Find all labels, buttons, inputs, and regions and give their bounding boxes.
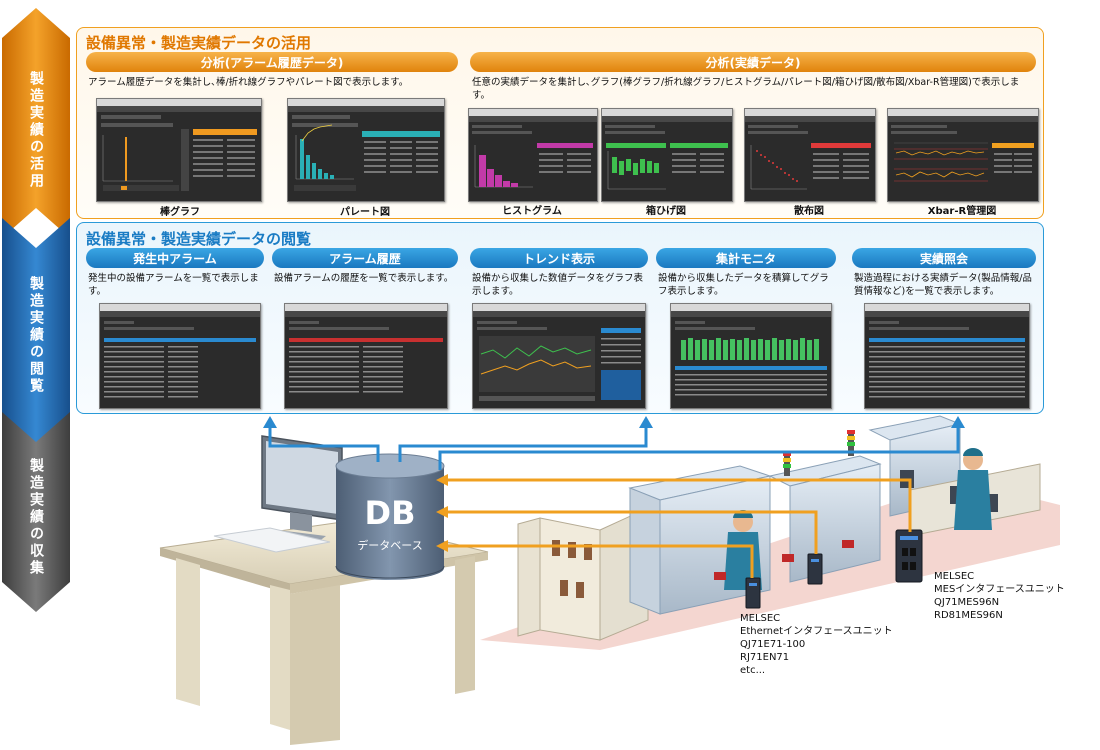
caption-xbar-r: Xbar-R管理図: [927, 206, 997, 217]
caption-histogram: ヒストグラム: [502, 206, 562, 217]
mes-module-line: RD81MES96N: [934, 610, 1003, 621]
current-alarm-header: 発生中アラーム: [86, 248, 264, 268]
monitor: [261, 435, 343, 542]
chevron-utilize: [2, 8, 70, 238]
screenshot-trend: [472, 303, 646, 409]
plc-module-mid: [807, 553, 823, 585]
mes-module-line: QJ71MES96N: [934, 597, 1000, 608]
collection-arrowheads: [436, 474, 448, 552]
mes-module-line: MESインタフェースユニット: [934, 584, 1065, 595]
screenshot-current-alarm: [99, 303, 261, 409]
result-analysis-header: 分析(実績データ): [470, 52, 1036, 72]
mes-module-text: MELSEC MESインタフェースユニット QJ71MES96N RD81MES…: [934, 570, 1074, 622]
ethernet-module-line: Ethernetインタフェースユニット: [740, 626, 893, 637]
process-chevrons: [2, 8, 70, 612]
screenshot-scatter: [744, 108, 876, 202]
caption-pareto: パレート図: [340, 207, 390, 218]
plc-module-ethernet: [745, 577, 761, 609]
screenshot-alarm-history: [284, 303, 448, 409]
db-subtitle: データベース: [357, 539, 423, 552]
caption-bar-graph: 棒グラフ: [160, 207, 200, 218]
collection-arrows: [444, 478, 912, 578]
result-analysis-description: 任意の実績データを集計し､グラフ(棒グラフ/折れ線グラフ/ヒストグラム/パレート…: [472, 77, 1020, 101]
db-title: DB: [364, 494, 416, 532]
screenshot-box-plot: [601, 108, 733, 202]
screenshot-pareto: [287, 98, 445, 202]
display-arrowheads: [263, 416, 965, 428]
trend-display-header: トレンド表示: [470, 248, 648, 268]
screenshot-xbar-r: [887, 108, 1039, 202]
screenshot-bar-graph: [96, 98, 262, 202]
step-label-view: 製造実績の閲覧: [28, 275, 44, 395]
keyboard: [213, 527, 331, 553]
screenshot-summary-monitor: [670, 303, 832, 409]
chevron-collect: [2, 412, 70, 612]
caption-box-plot: 箱ひげ図: [646, 206, 686, 217]
mes-module-line: MELSEC: [934, 571, 975, 582]
alarm-analysis-description: アラーム履歴データを集計し､棒/折れ線グラフやパレート図で表示します。: [88, 77, 409, 88]
screenshot-result-inquiry: [864, 303, 1030, 409]
utilization-title: 設備異常・製造実績データの活用: [86, 34, 312, 52]
plc-module-mes: [895, 529, 923, 583]
alarm-history-description: 設備アラームの履歴を一覧で表示します。: [274, 273, 454, 284]
display-arrows: [268, 424, 960, 470]
ethernet-module-line: etc...: [740, 665, 766, 676]
worker-right: [954, 448, 992, 530]
ethernet-module-line: QJ71E71-100: [740, 639, 806, 650]
result-inquiry-description: 製造過程における実績データ(製品情報/品質情報など)を一覧で表示します。: [854, 273, 1032, 297]
alarm-analysis-header: 分析(アラーム履歴データ): [86, 52, 458, 72]
screenshot-histogram: [468, 108, 598, 202]
result-inquiry-header: 実績照会: [852, 248, 1036, 268]
viewing-title: 設備異常・製造実績データの閲覧: [86, 230, 312, 248]
current-alarm-description: 発生中の設備アラームを一覧で表示します。: [88, 273, 259, 297]
chevron-view: [2, 218, 70, 448]
ethernet-module-line: RJ71EN71: [740, 652, 790, 663]
red-devices: [714, 540, 854, 580]
ethernet-module-line: MELSEC: [740, 613, 781, 624]
caption-scatter: 散布図: [794, 206, 824, 217]
trend-display-description: 設備から収集した数値データをグラフ表示します。: [472, 273, 644, 297]
step-label-collect: 製造実績の収集: [28, 457, 44, 577]
database-cylinder: [335, 453, 445, 580]
summary-monitor-header: 集計モニタ: [656, 248, 836, 268]
alarm-history-header: アラーム履歴: [272, 248, 458, 268]
summary-monitor-description: 設備から収集したデータを積算してグラフ表示します。: [658, 273, 829, 297]
ethernet-module-text: MELSEC Ethernetインタフェースユニット QJ71E71-100 R…: [740, 612, 900, 677]
step-label-utilize: 製造実績の活用: [28, 70, 44, 190]
